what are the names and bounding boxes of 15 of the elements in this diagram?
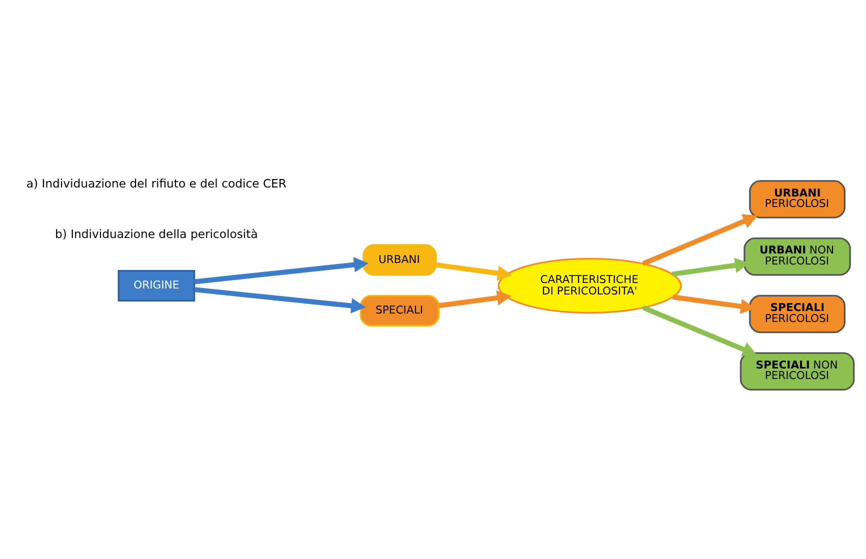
node-box: SPECIALI PERICOLOSI bbox=[749, 294, 846, 334]
node-box: ORIGINE bbox=[118, 270, 196, 302]
node-box: URBANI NON PERICOLOSI bbox=[744, 238, 851, 276]
arrow bbox=[194, 257, 368, 284]
arrow bbox=[642, 305, 758, 356]
arrow bbox=[194, 287, 366, 314]
arrow bbox=[642, 214, 758, 266]
label: a) Individuazione del rifiuto e del codice CER bbox=[26, 176, 287, 190]
node-box: SPECIALI NON PERICOLOSI bbox=[740, 352, 855, 390]
arrow bbox=[436, 262, 512, 281]
node-box: SPECIALI bbox=[360, 294, 440, 326]
node-box: URBANI bbox=[362, 244, 437, 276]
node-box: URBANI PERICOLOSI bbox=[749, 180, 846, 218]
label: b) Individuazione della pericolosità bbox=[55, 227, 258, 242]
arrow bbox=[438, 290, 512, 308]
